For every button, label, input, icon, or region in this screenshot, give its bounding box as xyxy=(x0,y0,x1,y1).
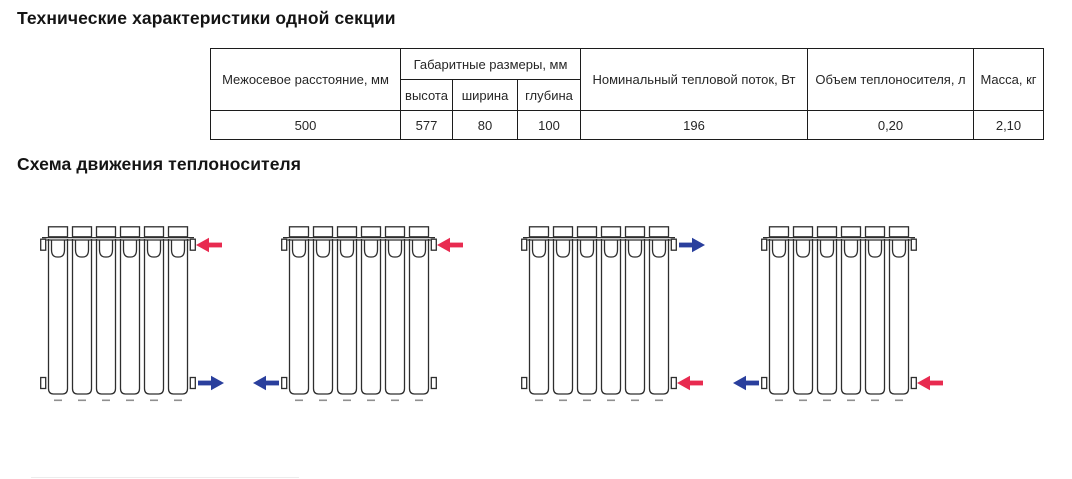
radiator-icon xyxy=(761,226,917,404)
radiator-scheme-side xyxy=(12,226,226,408)
bottom-divider xyxy=(31,477,299,478)
radiator-scheme-bottom-feed xyxy=(493,226,707,408)
table-row: 500 577 80 100 196 0,20 2,10 xyxy=(210,110,1044,140)
return-flow-arrow xyxy=(253,375,279,391)
radiator-scheme-bottom xyxy=(733,226,947,408)
col-header-mass: Масса, кг xyxy=(973,48,1044,111)
value-axle-distance: 500 xyxy=(210,110,401,140)
col-header-axle-distance: Межосевое расстояние, мм xyxy=(210,48,401,111)
col-header-height: высота xyxy=(400,79,453,111)
value-depth: 100 xyxy=(517,110,581,140)
col-header-depth: глубина xyxy=(517,79,581,111)
return-flow-arrow xyxy=(733,375,759,391)
supply-flow-arrow xyxy=(196,237,222,253)
coolant-flow-diagram xyxy=(0,226,1072,418)
value-height: 577 xyxy=(400,110,453,140)
value-width: 80 xyxy=(452,110,518,140)
supply-flow-arrow xyxy=(437,237,463,253)
col-header-heat-flow: Номинальный тепловой поток, Вт xyxy=(580,48,808,111)
col-header-coolant-volume: Объем теплоносителя, л xyxy=(807,48,974,111)
supply-flow-arrow xyxy=(917,375,943,391)
supply-flow-arrow xyxy=(677,375,703,391)
return-flow-arrow xyxy=(198,375,224,391)
section-title-scheme: Схема движения теплоносителя xyxy=(17,154,302,174)
radiator-scheme-diagonal xyxy=(253,226,467,408)
radiator-icon xyxy=(281,226,437,404)
specs-table: Межосевое расстояние, мм Габаритные разм… xyxy=(210,48,1044,140)
page-title: Технические характеристики одной секции xyxy=(17,8,396,28)
radiator-icon xyxy=(40,226,196,404)
value-heat-flow: 196 xyxy=(580,110,808,140)
return-flow-arrow xyxy=(679,237,705,253)
col-header-dimensions: Габаритные размеры, мм xyxy=(400,48,581,80)
radiator-icon xyxy=(521,226,677,404)
value-mass: 2,10 xyxy=(973,110,1044,140)
col-header-width: ширина xyxy=(452,79,518,111)
value-coolant-volume: 0,20 xyxy=(807,110,974,140)
